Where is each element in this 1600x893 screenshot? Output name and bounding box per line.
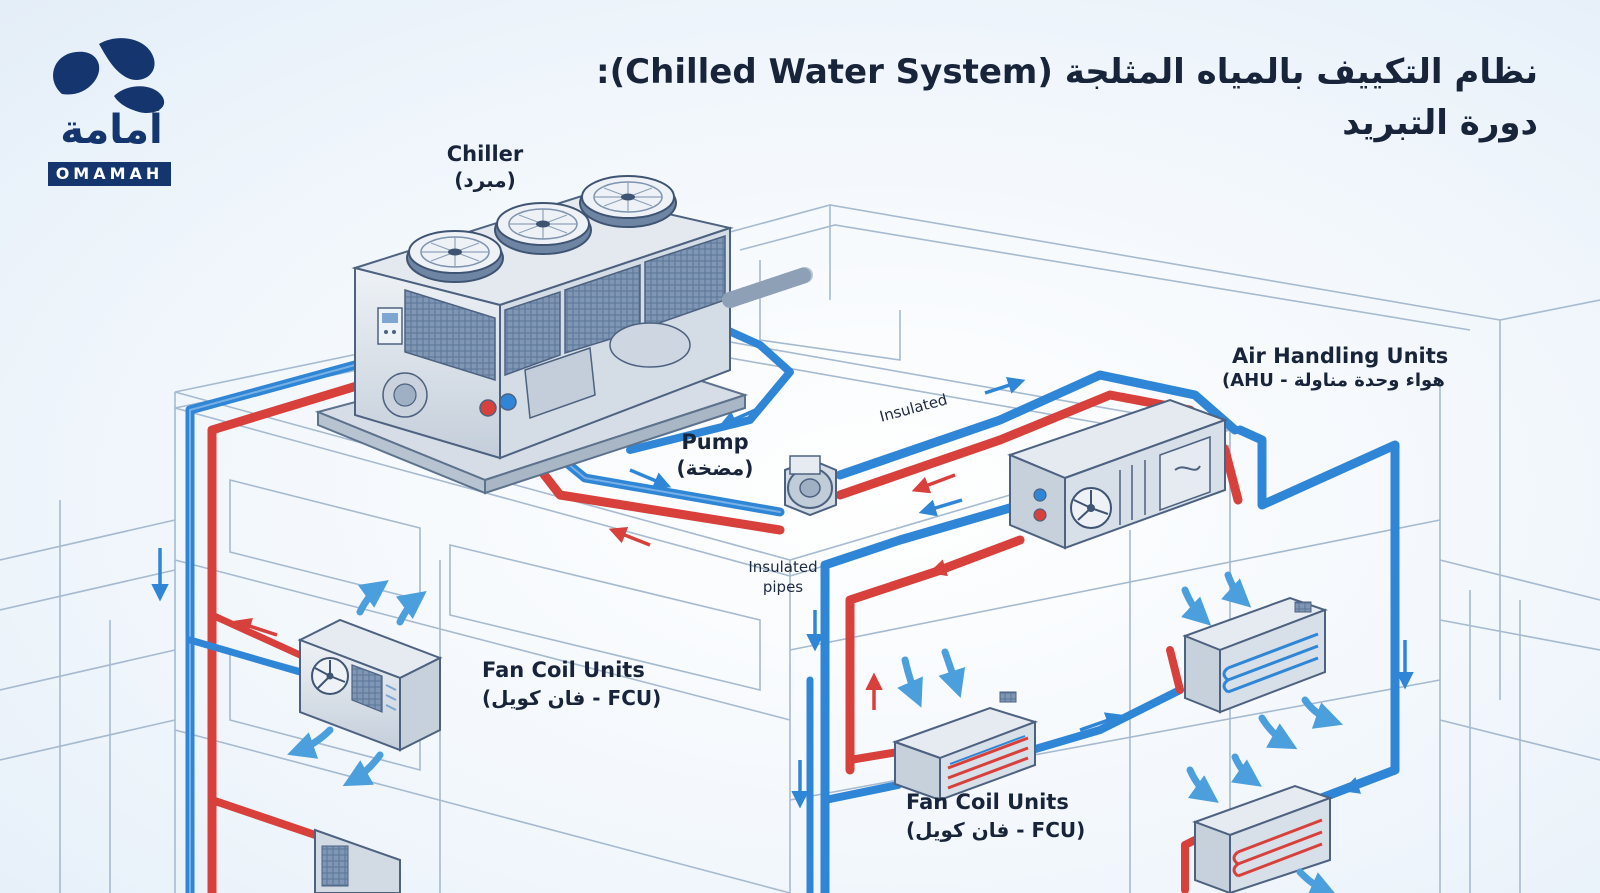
- ahu-right-supply: [1235, 425, 1400, 815]
- chiller-label-arabic: (مبرد): [454, 168, 516, 192]
- coil-icon: [1222, 632, 1319, 694]
- fan-coil-unit-upper-right: [1182, 596, 1328, 714]
- coil-icon: [947, 735, 1029, 790]
- coil-icon: [1232, 818, 1323, 878]
- fan-coil-unit-lower-right: [1192, 784, 1333, 893]
- fan-icon: [311, 657, 349, 695]
- logo-mark-icon: [53, 38, 165, 114]
- pump-label-arabic: (مضخة): [676, 456, 754, 480]
- air-flow-arrow-icon: [287, 571, 1343, 893]
- fan-coil-unit-bottom-left: [314, 828, 401, 893]
- branch-to-fcu-middle: [846, 748, 902, 764]
- logo-english-text: OMAMAH: [48, 162, 171, 186]
- omamah-logo: أمامة OMAMAH: [44, 34, 179, 189]
- logo-arabic-text: أمامة: [60, 107, 163, 153]
- fcu-bottom-label: Fan Coil Units: [906, 790, 1069, 814]
- central-return-riser: [845, 535, 1025, 775]
- ahu-to-pump-return: [835, 390, 1243, 505]
- title-line-1: نظام التكييف بالمياه المثلجة (Chilled Wa…: [596, 52, 1538, 92]
- fcu-bottom-label-arabic: (FCU - فان كويل): [906, 818, 1086, 842]
- branch-fcu-middle-to-right: [1011, 686, 1184, 759]
- central-supply-riser: [820, 500, 1025, 893]
- fan-coil-unit-left: [297, 618, 443, 752]
- fcu-left-label-arabic: (FCU - فان كويل): [482, 686, 662, 710]
- title-line-2: دورة التبريد: [1342, 102, 1538, 143]
- branch-to-fcu-lower-right: [1181, 836, 1199, 893]
- page-title: نظام التكييف بالمياه المثلجة (Chilled Wa…: [596, 46, 1538, 148]
- ahu-label-arabic: (AHU - هواء وحدة مناولة: [1222, 370, 1445, 391]
- fan-icon: [494, 202, 592, 255]
- fan-icon: [406, 230, 504, 283]
- fan-icon: [1070, 487, 1112, 529]
- air-handling-unit: [1007, 398, 1228, 550]
- fan-icon: [579, 175, 677, 228]
- branch-to-fcu-upper-right: [1166, 646, 1184, 694]
- fan-coil-unit-middle: [892, 691, 1039, 802]
- pump-icon: [784, 455, 837, 517]
- flow-arrows: [151, 376, 1414, 809]
- chiller-to-pump-supply: [626, 314, 794, 454]
- chiller-label: Chiller: [446, 142, 524, 166]
- coil-icon: [351, 664, 397, 713]
- chiller-unit: [314, 175, 813, 495]
- fcu-left-label: Fan Coil Units: [482, 658, 645, 682]
- pump-to-ahu-supply: [835, 370, 1240, 480]
- ahu-label: Air Handling Units: [1232, 344, 1449, 368]
- pump-label: Pump: [681, 430, 749, 454]
- insulated-pipes-label: Insulated pipes: [748, 558, 818, 596]
